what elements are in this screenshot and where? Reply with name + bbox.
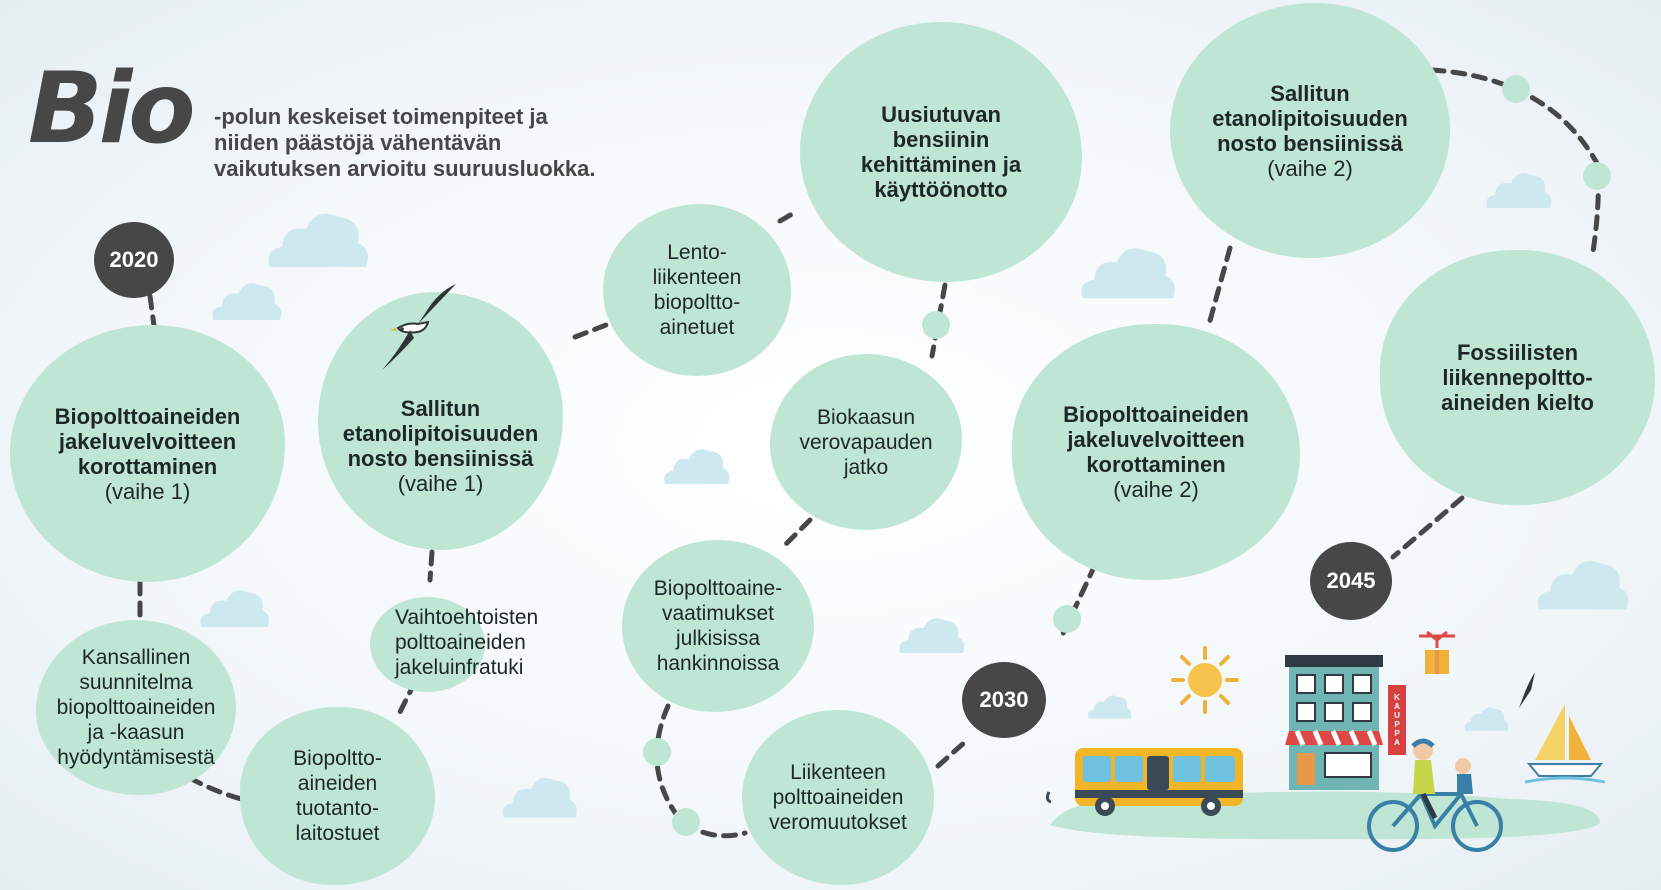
measure-line: biopoltto- — [653, 291, 741, 314]
path-dot — [1583, 162, 1611, 190]
measure-line: Sallitun — [400, 396, 481, 421]
intro-line: niiden päästöjä vähentävän — [214, 130, 502, 155]
sun-icon — [1171, 646, 1239, 714]
measure-line: polttoaineiden — [772, 786, 904, 809]
path-dot — [922, 311, 950, 339]
measure-line: Biopoltto- — [293, 747, 382, 770]
measure-line: Biopolttoaine- — [653, 577, 783, 600]
measure-line: bensiinin — [892, 127, 990, 152]
measure-line: etanolipitoisuuden — [342, 421, 539, 446]
measure-phase: (vaihe 1) — [104, 478, 191, 504]
measure-line: etanolipitoisuuden — [1212, 105, 1408, 131]
sailboat-icon — [1525, 704, 1605, 784]
path-dot — [1053, 605, 1081, 633]
measure-line: hankinnoissa — [656, 652, 780, 675]
measure-line: ainetuet — [659, 316, 735, 339]
measure-aviation-biofuel-support: Lento- liikenteen biopoltto- ainetuet — [603, 204, 791, 376]
year-badge-2045: 2045 — [1310, 542, 1392, 620]
measure-text: Vaihtoehtoisten polttoaineiden jakeluinf… — [395, 605, 538, 680]
measure-production-plant-support: Biopoltto- aineiden tuotanto- laitostuet — [240, 707, 435, 885]
measure-distribution-obligation-phase2: Biopolttoaineiden jakeluvelvoitteen koro… — [1012, 324, 1300, 580]
measure-ethanol-limit-phase1: Sallitun etanolipitoisuuden nosto bensii… — [318, 292, 563, 550]
cloud-icon — [200, 590, 270, 628]
cloud-icon — [268, 213, 368, 267]
measure-public-procurement: Biopolttoaine- vaatimukset julkisissa ha… — [622, 540, 814, 712]
bio-logo: Bio — [28, 52, 196, 166]
measure-phase: (vaihe 1) — [397, 471, 484, 496]
path-dot — [672, 808, 700, 836]
measure-line: aineiden — [297, 772, 378, 795]
cyclist-icon — [1367, 738, 1503, 852]
measure-line: Biopolttoaineiden — [1063, 402, 1249, 427]
measure-distribution-infra-support: Vaihtoehtoisten polttoaineiden jakeluinf… — [370, 597, 538, 692]
measure-line: korottaminen — [1086, 452, 1226, 477]
bus-icon — [1045, 748, 1243, 816]
measure-line: Kansallinen — [81, 646, 191, 669]
measure-renewable-gasoline: Uusiutuvan bensiinin kehittäminen ja käy… — [800, 22, 1082, 282]
shop-sign-text: KAUPPA — [1392, 693, 1402, 747]
measure-fuel-tax-changes: Liikenteen polttoaineiden veromuutokset — [742, 710, 934, 885]
path-dot — [1502, 75, 1530, 103]
measure-line: Uusiutuvan — [881, 102, 1001, 127]
measure-line: hyödyntämisestä — [57, 746, 215, 769]
measure-line: laitostuet — [295, 822, 380, 845]
measure-line: nosto bensiinissä — [347, 446, 534, 471]
bird-icon — [382, 284, 456, 370]
cloud-icon — [664, 449, 730, 484]
measure-line: Biopolttoaineiden — [54, 403, 241, 429]
cloud-icon — [212, 283, 282, 321]
measure-phase: (vaihe 2) — [1267, 155, 1353, 181]
measure-line: Fossiilisten — [1456, 340, 1579, 365]
measure-line: jakeluinfratuki — [395, 656, 524, 679]
measure-line: Sallitun — [1270, 80, 1350, 106]
bird-icon — [1519, 672, 1535, 708]
measure-line: polttoaineiden — [395, 631, 526, 654]
cloud-icon — [1537, 561, 1629, 610]
measure-line: liikennepoltto- — [1442, 365, 1593, 390]
measure-line: jakeluvelvoitteen — [58, 428, 237, 454]
measure-fossil-fuel-ban: Fossiilisten liikennepoltto- aineiden ki… — [1380, 250, 1655, 505]
measure-phase: (vaihe 2) — [1113, 477, 1199, 502]
measure-line: Biokaasun — [816, 405, 916, 429]
path-dot — [643, 738, 671, 766]
intro-text: -polun keskeiset toimenpiteet ja niiden … — [214, 104, 595, 182]
measure-line: jakeluvelvoitteen — [1067, 427, 1245, 452]
measure-line: Lento- — [667, 241, 727, 264]
measure-line: veromuutokset — [769, 811, 907, 834]
measure-line: verovapauden — [799, 430, 933, 454]
measure-ethanol-limit-phase2: Sallitun etanolipitoisuuden nosto bensii… — [1170, 3, 1450, 258]
year-badge-2030: 2030 — [962, 662, 1046, 738]
year-badge-2020: 2020 — [94, 222, 174, 298]
measure-line: tuotanto- — [296, 797, 379, 820]
measure-line: kehittäminen ja — [860, 152, 1022, 177]
measure-line: vaatimukset — [661, 602, 775, 625]
measure-national-plan: Kansallinen suunnitelma biopolttoaineide… — [36, 620, 236, 795]
measure-line: käyttöönotto — [874, 177, 1008, 202]
measure-line: biopolttoaineiden — [56, 696, 216, 719]
measure-line: julkisissa — [675, 627, 761, 650]
measure-line: ja -kaasun — [87, 721, 185, 744]
cloud-icon — [502, 778, 577, 818]
shop-sign: KAUPPA — [1388, 685, 1406, 755]
intro-line: vaikutuksen arvioitu suuruusluokka. — [214, 156, 596, 181]
shop-icon — [1285, 655, 1385, 790]
cloud-icon — [1486, 173, 1552, 208]
cloud-icon — [1087, 695, 1132, 719]
cloud-icon — [1464, 707, 1509, 731]
measure-line: korottaminen — [77, 453, 218, 479]
cloud-icon — [1081, 248, 1175, 299]
measure-line: Liikenteen — [790, 761, 886, 784]
measure-biogas-tax-exemption: Biokaasun verovapauden jatko — [770, 354, 962, 530]
measure-line: aineiden kielto — [1441, 390, 1594, 415]
intro-line: -polun keskeiset toimenpiteet ja — [214, 104, 548, 129]
measure-distribution-obligation-phase1: Biopolttoaineiden jakeluvelvoitteen koro… — [10, 325, 285, 582]
measure-line: jatko — [843, 455, 889, 479]
measure-line: Vaihtoehtoisten — [395, 606, 539, 629]
measure-line: nosto bensiinissä — [1217, 130, 1403, 156]
measure-line: suunnitelma — [79, 671, 193, 694]
gift-icon — [1419, 630, 1455, 674]
measure-line: liikenteen — [652, 266, 742, 289]
cloud-icon — [899, 618, 965, 653]
